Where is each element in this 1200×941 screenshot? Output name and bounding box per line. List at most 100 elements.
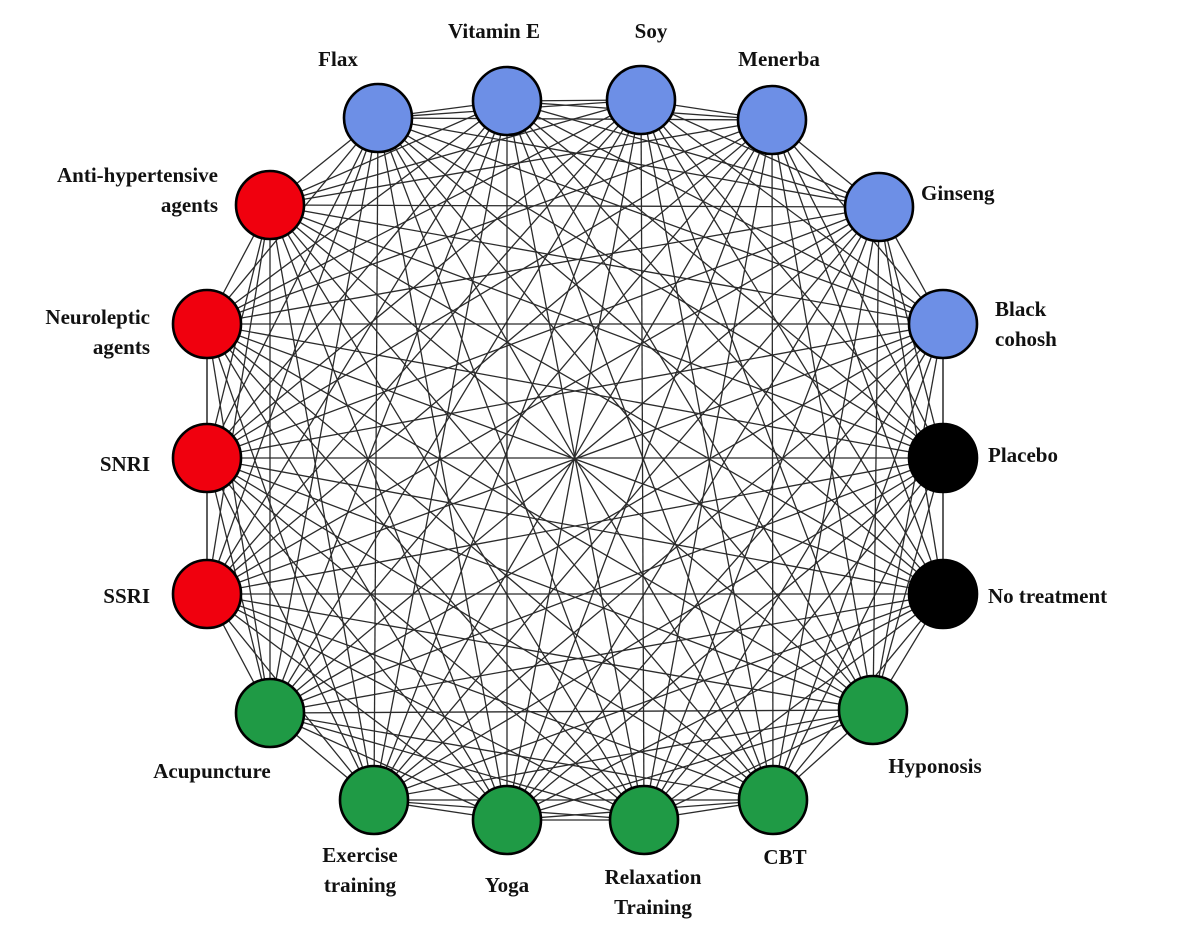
node-acupuncture[interactable] (234, 677, 306, 749)
node-vitamin-e[interactable] (471, 65, 543, 137)
label-line: Ginseng (921, 181, 995, 205)
edge-placebo-hyponosis (872, 457, 944, 711)
label-line: CBT (763, 845, 806, 869)
label-snri: SNRI (100, 452, 150, 476)
edge-soy-cbt (640, 99, 774, 801)
label-line: Exercise (322, 843, 397, 867)
edge-relaxation-training-acupuncture (269, 712, 645, 821)
node-snri[interactable] (171, 422, 243, 494)
label-ginseng: Ginseng (921, 181, 995, 205)
edge-placebo-yoga (506, 457, 944, 821)
node-anti-hypertensive-agents[interactable] (234, 169, 306, 241)
edge-vitamin-e-exercise-training (373, 100, 508, 801)
edge-ginseng-anti-hypertensive-agents (269, 204, 880, 208)
node-soy[interactable] (605, 64, 677, 136)
node-cbt[interactable] (737, 764, 809, 836)
label-vitamin-e: Vitamin E (448, 19, 540, 43)
label-line: training (324, 873, 397, 897)
edge-soy-snri (206, 99, 642, 459)
edge-vitamin-e-ginseng (506, 100, 880, 208)
edge-no-treatment-anti-hypertensive-agents (269, 204, 944, 595)
label-line: Training (614, 895, 692, 919)
label-hyponosis: Hyponosis (888, 754, 981, 778)
edge-no-treatment-relaxation-training (643, 593, 944, 821)
label-line: Black (995, 297, 1047, 321)
edge-placebo-acupuncture (269, 457, 944, 714)
edge-flax-exercise-training (373, 117, 379, 801)
edge-ginseng-relaxation-training (643, 206, 880, 821)
label-exercise-training: Exercise training (322, 843, 397, 897)
edge-flax-yoga (377, 117, 508, 821)
node-placebo[interactable] (907, 422, 979, 494)
node-ginseng[interactable] (843, 171, 915, 243)
edge-menerba-acupuncture (269, 119, 773, 714)
edge-black-cohosh-acupuncture (269, 323, 944, 714)
edge-yoga-snri (206, 457, 508, 821)
edge-flax-relaxation-training (377, 117, 645, 821)
node-black-cohosh[interactable] (907, 288, 979, 360)
edge-placebo-relaxation-training (643, 457, 944, 821)
edge-cbt-snri (206, 457, 774, 801)
edge-vitamin-e-hyponosis (506, 100, 874, 711)
edge-hyponosis-yoga (506, 709, 874, 821)
label-line: Relaxation (605, 865, 702, 889)
edge-menerba-hyponosis (771, 119, 874, 711)
node-no-treatment[interactable] (907, 558, 979, 630)
label-line: Soy (635, 19, 668, 43)
edge-black-cohosh-relaxation-training (643, 323, 944, 821)
label-line: Yoga (485, 873, 530, 897)
edge-vitamin-e-cbt (506, 100, 774, 801)
label-black-cohosh: Black cohosh (995, 297, 1057, 351)
label-menerba: Menerba (738, 47, 820, 71)
edge-no-treatment-acupuncture (269, 593, 944, 714)
node-menerba[interactable] (736, 84, 808, 156)
node-ssri[interactable] (171, 558, 243, 630)
edge-menerba-snri (206, 119, 773, 459)
edge-no-treatment-yoga (506, 593, 944, 821)
edge-menerba-placebo (771, 119, 944, 459)
edge-vitamin-e-placebo (506, 100, 944, 459)
edge-menerba-anti-hypertensive-agents (269, 119, 773, 206)
edge-menerba-neuroleptic-agents (206, 119, 773, 325)
edge-placebo-cbt (772, 457, 944, 801)
label-yoga: Yoga (485, 873, 530, 897)
edge-yoga-acupuncture (269, 712, 508, 821)
edge-vitamin-e-no-treatment (506, 100, 944, 595)
node-hyponosis[interactable] (837, 674, 909, 746)
edge-hyponosis-anti-hypertensive-agents (269, 204, 874, 711)
node-yoga[interactable] (471, 784, 543, 856)
edge-yoga-neuroleptic-agents (206, 323, 508, 821)
node-flax[interactable] (342, 82, 414, 154)
label-line: cohosh (995, 327, 1057, 351)
edge-vitamin-e-anti-hypertensive-agents (269, 100, 508, 206)
label-line: agents (93, 335, 150, 359)
edge-hyponosis-neuroleptic-agents (206, 323, 874, 711)
label-line: Hyponosis (888, 754, 981, 778)
edge-flax-snri (206, 117, 379, 459)
edge-yoga-anti-hypertensive-agents (269, 204, 508, 821)
label-line: No treatment (988, 584, 1107, 608)
edge-cbt-neuroleptic-agents (206, 323, 774, 801)
edge-flax-acupuncture (269, 117, 379, 714)
edge-placebo-anti-hypertensive-agents (269, 204, 944, 459)
node-exercise-training[interactable] (338, 764, 410, 836)
edge-soy-anti-hypertensive-agents (269, 99, 642, 206)
edge-exercise-training-snri (206, 457, 375, 801)
edge-vitamin-e-snri (206, 100, 508, 459)
edge-flax-black-cohosh (377, 117, 944, 325)
node-relaxation-training[interactable] (608, 784, 680, 856)
label-line: agents (161, 193, 218, 217)
edge-soy-ssri (206, 99, 642, 595)
label-flax: Flax (318, 47, 358, 71)
edge-vitamin-e-black-cohosh (506, 100, 944, 325)
node-neuroleptic-agents[interactable] (171, 288, 243, 360)
label-no-treatment: No treatment (988, 584, 1107, 608)
label-anti-hypertensive-agents: Anti-hypertensive agents (57, 163, 218, 217)
label-soy: Soy (635, 19, 668, 43)
label-ssri: SSRI (103, 584, 150, 608)
label-line: Anti-hypertensive (57, 163, 218, 187)
